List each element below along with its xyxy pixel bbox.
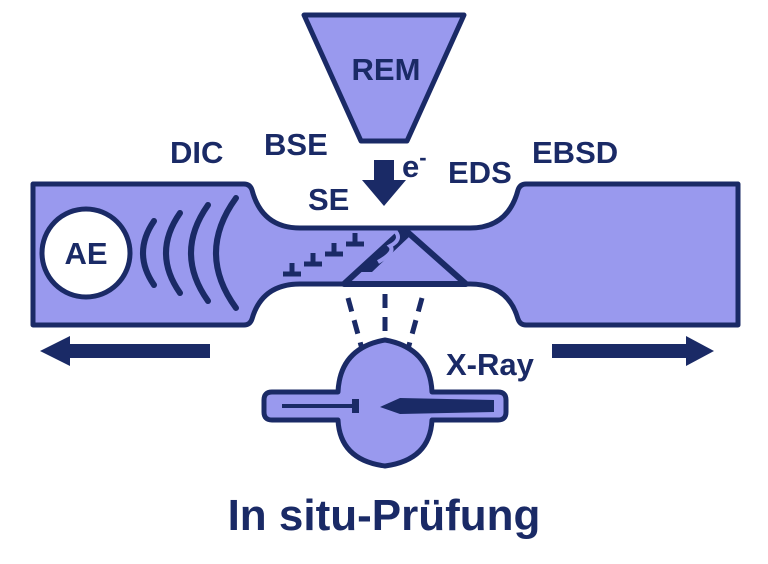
ae-label: AE bbox=[64, 236, 107, 271]
sem-funnel bbox=[301, 12, 467, 144]
se-label: SE bbox=[308, 182, 349, 217]
electron-label: e- bbox=[402, 145, 427, 184]
ebsd-label: EBSD bbox=[532, 135, 618, 170]
xray-label: X-Ray bbox=[446, 347, 535, 382]
dislocation-symbols-icon bbox=[283, 233, 364, 277]
acoustic-waves-icon bbox=[140, 195, 239, 311]
crack-triangle-icon bbox=[341, 226, 469, 287]
rem-label: REM bbox=[352, 52, 421, 87]
load-arrow-right-icon bbox=[552, 336, 714, 366]
eds-label: EDS bbox=[448, 155, 512, 190]
diagram-title: In situ-Prüfung bbox=[228, 491, 541, 540]
bse-label: BSE bbox=[264, 127, 328, 162]
dic-label: DIC bbox=[170, 135, 223, 170]
ae-sensor: AE bbox=[39, 206, 133, 300]
xray-detector-icon bbox=[261, 337, 509, 469]
electron-superscript: - bbox=[419, 145, 426, 170]
sem-column: REM bbox=[301, 12, 467, 144]
electron-symbol: e bbox=[402, 149, 419, 184]
load-arrow-left-icon bbox=[40, 336, 210, 366]
electron-beam-arrow-icon bbox=[362, 160, 406, 206]
